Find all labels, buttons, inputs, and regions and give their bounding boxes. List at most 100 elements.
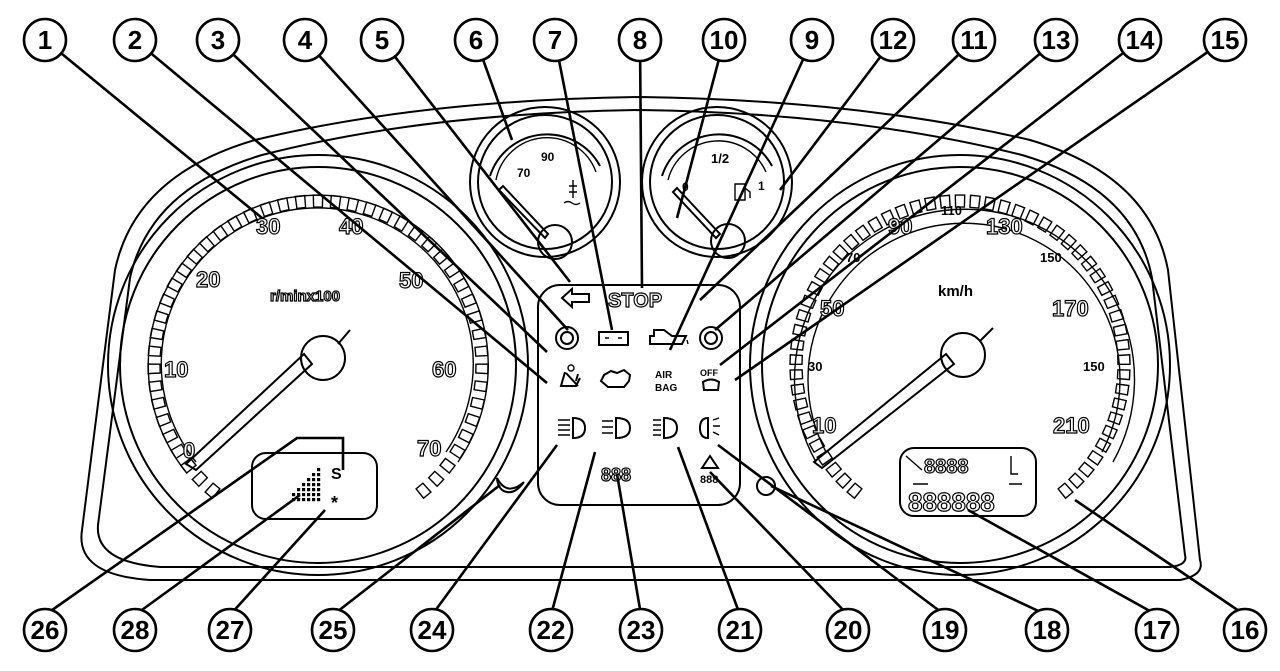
speed-tick — [969, 194, 981, 209]
callout-28: 28 — [112, 607, 158, 653]
left-lcd-display: S * — [251, 452, 378, 520]
speed-tick — [1108, 308, 1125, 323]
callout-17: 17 — [1134, 607, 1180, 653]
speed-tick — [1010, 203, 1026, 220]
leader-line — [217, 39, 548, 353]
callout-circle — [207, 607, 253, 653]
leader-line — [734, 38, 1226, 382]
leader-line — [44, 38, 263, 220]
tachometer-tick-ring — [147, 194, 489, 500]
abs-warning-icon — [699, 326, 723, 350]
callout-circle — [112, 607, 158, 653]
tach-label-40: 40 — [339, 214, 363, 239]
callout-circle — [789, 17, 835, 63]
matrix-dot — [312, 473, 316, 477]
matrix-dot — [317, 488, 321, 492]
callout-circle — [1033, 17, 1079, 63]
callout-circle — [870, 17, 916, 63]
speedometer-needle — [812, 327, 994, 470]
leader-line — [44, 436, 345, 617]
tach-tick — [170, 443, 187, 460]
tach-tick — [191, 470, 209, 488]
tach-tick — [457, 428, 475, 444]
right-adjust-knob — [756, 476, 776, 496]
tach-tick — [473, 380, 488, 393]
tach-tick — [158, 293, 176, 309]
leader-line — [380, 39, 572, 283]
callout-circle — [22, 607, 68, 653]
callout-circle — [922, 607, 968, 653]
callout-number: 27 — [216, 615, 245, 645]
speed-tick — [846, 482, 863, 500]
tach-tick — [226, 215, 243, 233]
matrix-dot — [317, 468, 321, 472]
tach-tick — [242, 207, 258, 224]
tach-tick — [474, 345, 489, 357]
speed-tick — [1116, 354, 1131, 365]
matrix-dot — [307, 498, 311, 502]
seatbelt-icon — [559, 364, 581, 387]
matrix-dot — [317, 478, 321, 482]
matrix-dot — [307, 493, 311, 497]
callout-number: 26 — [31, 615, 60, 645]
rear-fog-light-icon — [558, 416, 587, 440]
callout-number: 15 — [1211, 25, 1240, 55]
matrix-dot — [317, 498, 321, 502]
callout-circle — [310, 607, 356, 653]
speed-tick — [816, 449, 834, 466]
tach-unit-label: r/minx100 — [270, 288, 340, 305]
callout-20: 20 — [825, 607, 871, 653]
callout-13: 13 — [1033, 17, 1079, 63]
callout-14: 14 — [1117, 17, 1163, 63]
speed-tick — [1077, 461, 1095, 479]
front-fog-light-icon — [653, 416, 679, 440]
callout-11: 11 — [951, 17, 997, 63]
tach-tick — [161, 428, 179, 444]
leader-line — [770, 484, 1048, 617]
leader-line — [615, 473, 643, 616]
callout-number: 18 — [1033, 615, 1062, 645]
speed-label-110: 110 — [941, 203, 962, 218]
speedometer-tick-ring — [789, 194, 1131, 500]
callout-circle — [282, 17, 328, 63]
callout-number: 7 — [548, 25, 562, 55]
tach-tick — [148, 380, 163, 393]
speed-tick — [806, 280, 824, 297]
lcd-s-label: S — [331, 466, 342, 483]
leader-line — [719, 38, 1141, 367]
speed-tick — [1103, 294, 1120, 310]
speed-tick — [894, 203, 910, 220]
lcd-snow-label: * — [331, 493, 338, 513]
speed-tick — [939, 194, 951, 209]
callout-8: 8 — [617, 17, 663, 63]
callout-number: 20 — [834, 615, 863, 645]
speed-tick — [867, 216, 884, 234]
passenger-airbag-off-label: OFF — [700, 368, 718, 378]
speed-tick — [1024, 209, 1040, 226]
temp-label-70: 70 — [517, 166, 531, 180]
callout-circle — [618, 607, 664, 653]
speed-tick — [1089, 267, 1107, 284]
speed-tick — [835, 472, 853, 490]
callout-number: 22 — [537, 615, 566, 645]
speed-tick — [1070, 243, 1088, 261]
speed-unit-label: km/h — [938, 283, 973, 300]
leader-line — [229, 509, 326, 616]
matrix-dot — [317, 493, 321, 497]
tach-tick — [259, 201, 274, 218]
leader-line — [676, 446, 742, 616]
speed-tick — [796, 411, 813, 426]
matrix-dot — [307, 483, 311, 487]
tach-tick — [469, 396, 486, 411]
callout-21: 21 — [717, 607, 763, 653]
speed-tick — [1086, 449, 1104, 466]
matrix-dot — [307, 478, 311, 482]
callout-number: 11 — [960, 25, 988, 55]
speed-label-10: 10 — [812, 413, 836, 438]
leader-line — [332, 483, 501, 617]
tach-tick — [362, 201, 377, 218]
matrix-dot — [302, 488, 306, 492]
leader-line — [675, 39, 726, 219]
speed-tick — [1057, 482, 1074, 500]
callout-10: 10 — [701, 17, 747, 63]
